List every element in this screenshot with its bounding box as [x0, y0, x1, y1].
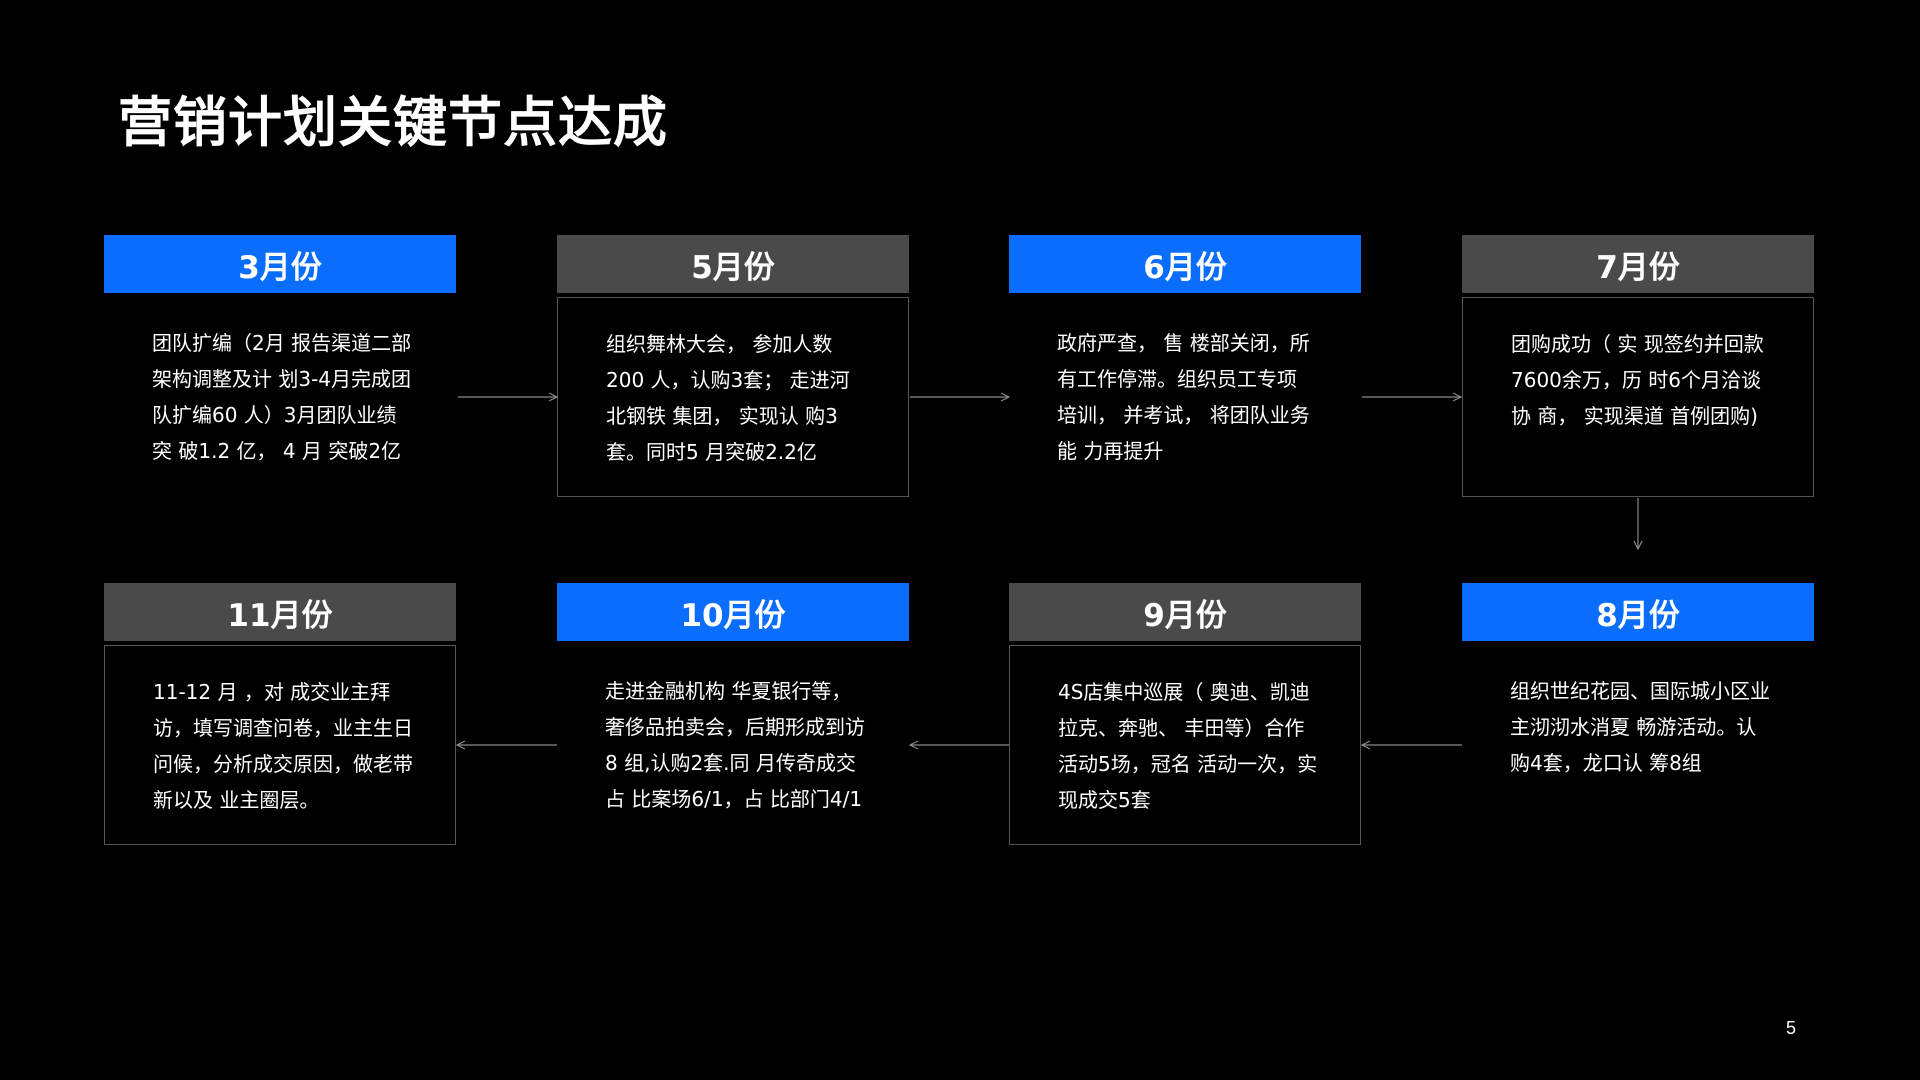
- milestone-body-may: 组织舞林大会， 参加人数200 人，认购3套； 走进河北钢铁 集团， 实现认 购…: [557, 297, 909, 497]
- milestone-body-october: 走进金融机构 华夏银行等，奢侈品拍卖会，后期形成到访8 组,认购2套.同 月传奇…: [605, 679, 865, 811]
- milestone-header-july: 7月份: [1462, 235, 1814, 293]
- milestone-body-march: 团队扩编（2月 报告渠道二部 架构调整及计 划3-4月完成团 队扩编60 人）3…: [152, 331, 412, 463]
- milestone-header-september: 9月份: [1009, 583, 1361, 641]
- milestone-header-march: 3月份: [104, 235, 456, 293]
- milestone-body-july: 团购成功（ 实 现签约并回款7600余万，历 时6个月洽谈协 商， 实现渠道 首…: [1462, 297, 1814, 497]
- slide-title: 营销计划关键节点达成: [118, 91, 668, 154]
- milestone-body-september: 4S店集中巡展（ 奥迪、凯迪拉克、奔驰、 丰田等）合作活动5场，冠名 活动一次，…: [1009, 645, 1361, 845]
- milestone-header-october: 10月份: [557, 583, 909, 641]
- milestone-header-may: 5月份: [557, 235, 909, 293]
- milestone-header-november: 11月份: [104, 583, 456, 641]
- milestone-header-june: 6月份: [1009, 235, 1361, 293]
- page-number: 5: [1786, 1018, 1797, 1038]
- milestone-header-august: 8月份: [1462, 583, 1814, 641]
- milestone-body-november: 11-12 月 ，对 成交业主拜访，填写调查问卷，业主生日问候，分析成交原因，做…: [104, 645, 456, 845]
- milestone-body-june: 政府严查， 售 楼部关闭，所 有工作停滞。组织员工专项 培训， 并考试， 将团队…: [1057, 331, 1310, 463]
- milestone-body-august: 组织世纪花园、国际城小区业 主沏沏水消夏 畅游活动。认 购4套，龙口认 筹8组: [1510, 679, 1770, 775]
